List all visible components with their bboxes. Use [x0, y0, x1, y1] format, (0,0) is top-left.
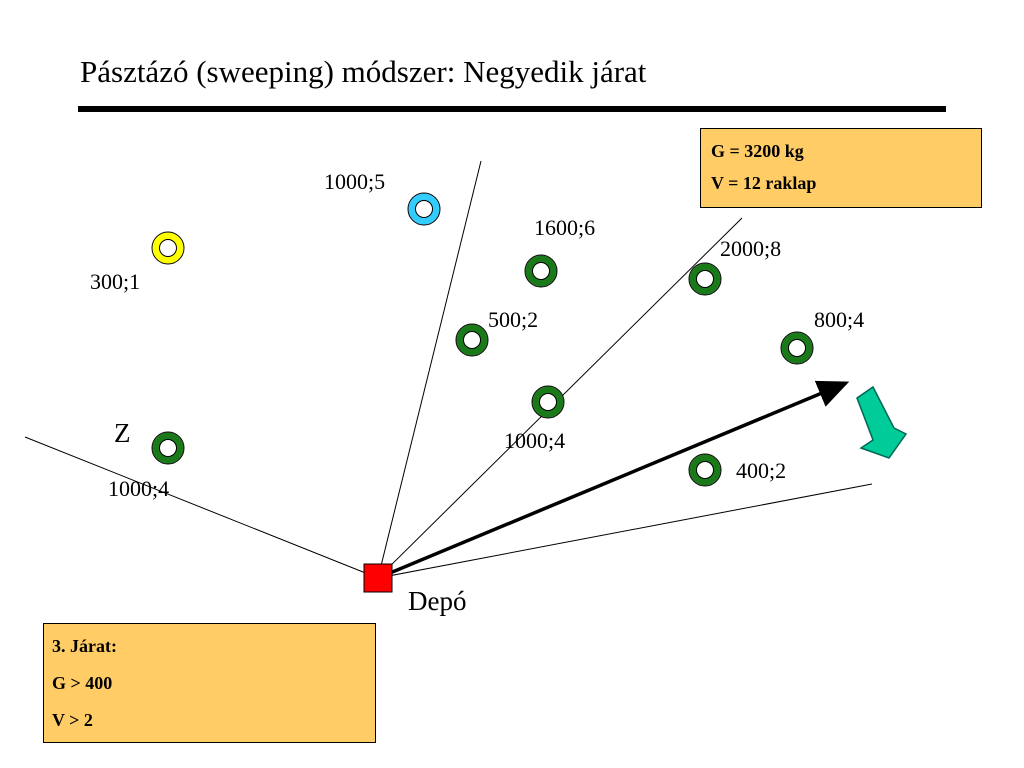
route-volume: V > 2: [52, 710, 93, 730]
depot-label: Depó: [408, 586, 466, 616]
route-heading: 3. Járat:: [52, 636, 117, 656]
customer-label: 2000;8: [720, 236, 781, 261]
capacity-volume: V = 12 raklap: [711, 173, 817, 193]
capacity-weight: G = 3200 kg: [711, 141, 804, 161]
customer-node: [531, 385, 565, 419]
route-weight: G > 400: [52, 673, 113, 693]
depot-node: [363, 563, 393, 593]
slide-title: Pásztázó (sweeping) módszer: Negyedik já…: [80, 54, 647, 89]
sector-line-left: [24, 436, 379, 579]
customer-label: 300;1: [90, 269, 140, 294]
z-label: Z: [114, 418, 131, 448]
customer-node: [151, 231, 185, 265]
route-box: 3. Járat: G > 400 V > 2: [43, 623, 376, 743]
customer-label: 800;4: [814, 307, 864, 332]
customer-label: 1000;5: [324, 169, 385, 194]
customer-label: 500;2: [488, 307, 538, 332]
customer-node: [688, 262, 722, 296]
customer-node: [407, 192, 441, 226]
customer-label: 1000;4: [504, 428, 565, 453]
customer-label: 1600;6: [534, 215, 595, 240]
customer-label: 400;2: [736, 458, 786, 483]
sweep-ray-arrow: [377, 380, 850, 580]
rotation-arrow-icon: [856, 385, 908, 459]
customer-node: [780, 331, 814, 365]
customer-node: [455, 323, 489, 357]
customer-node: [524, 254, 558, 288]
customer-node: [688, 453, 722, 487]
sector-line-upper: [377, 160, 482, 579]
customer-label: 1000;4: [108, 476, 169, 501]
sector-line-lower: [377, 483, 873, 579]
capacity-box: G = 3200 kg V = 12 raklap: [700, 128, 982, 208]
customer-node: [151, 431, 185, 465]
title-rule: [78, 106, 946, 112]
